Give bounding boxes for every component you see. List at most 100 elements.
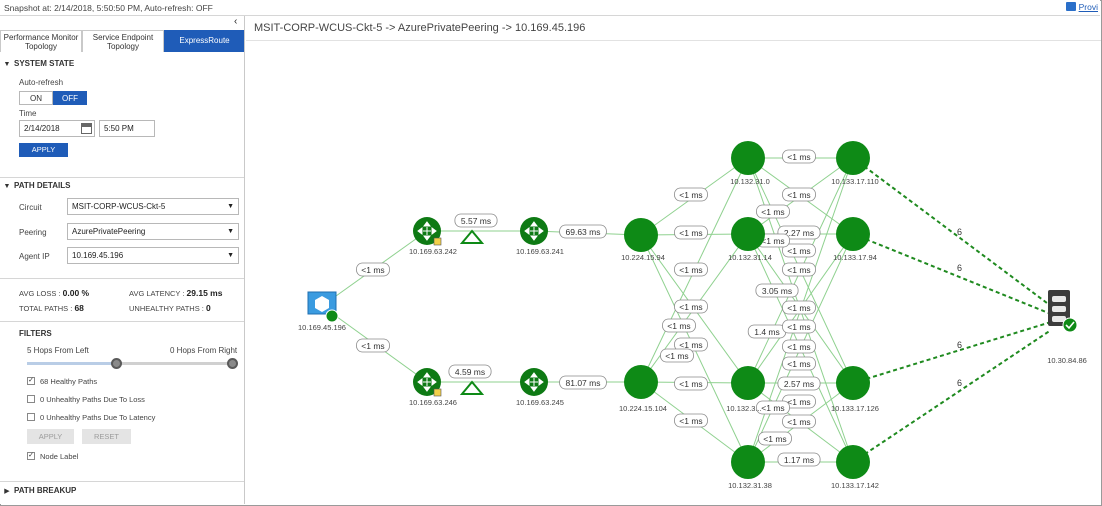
topology-panel: MSIT-CORP-WCUS-Ckt-5 -> AzurePrivatePeer… bbox=[246, 16, 1101, 504]
hops-slider-right-handle[interactable] bbox=[227, 358, 238, 369]
chevron-down-icon: ▼ bbox=[227, 203, 234, 210]
filters-title: FILTERS bbox=[19, 329, 52, 338]
node-label-b3: 10.132.3... bbox=[726, 404, 761, 413]
tab-expressroute[interactable]: ExpressRoute Topology bbox=[164, 30, 244, 65]
node-label-src: 10.169.45.196 bbox=[298, 323, 346, 332]
system-state-header[interactable]: ▼SYSTEM STATE bbox=[0, 59, 244, 73]
hop-node-c4[interactable] bbox=[836, 445, 870, 479]
peering-label: Peering bbox=[19, 228, 47, 237]
link-label: <1 ms bbox=[787, 359, 810, 369]
unhealthy-latency-checkbox[interactable] bbox=[27, 413, 35, 421]
link-label: <1 ms bbox=[787, 417, 810, 427]
tab-service-endpoint[interactable]: Service Endpoint Topology bbox=[82, 30, 164, 52]
link-label-box bbox=[755, 283, 799, 298]
link-label: 1.17 ms bbox=[784, 455, 814, 465]
auto-refresh-label: Auto-refresh bbox=[19, 78, 64, 87]
auto-refresh-off[interactable]: OFF bbox=[53, 91, 87, 105]
time-field[interactable]: 5:50 PM bbox=[99, 120, 155, 137]
path-details-header[interactable]: ▼PATH DETAILS bbox=[0, 181, 244, 195]
link-label-box bbox=[782, 414, 816, 429]
hop-node-b1[interactable] bbox=[731, 141, 765, 175]
link-label-box bbox=[674, 376, 708, 391]
link-label-box bbox=[777, 452, 821, 467]
hop-node-c2[interactable] bbox=[836, 217, 870, 251]
snapshot-text: Snapshot at: 2/14/2018, 5:50:50 PM, Auto… bbox=[4, 3, 213, 13]
hop-node-b2[interactable] bbox=[731, 217, 765, 251]
hop-node-c3[interactable] bbox=[836, 366, 870, 400]
agent-ip-select[interactable]: 10.169.45.196▼ bbox=[67, 247, 239, 264]
link-label: <1 ms bbox=[761, 207, 784, 217]
link-label-box bbox=[356, 338, 390, 353]
time-label: Time bbox=[19, 109, 37, 118]
warning-badge-icon bbox=[433, 237, 442, 246]
link-label-box bbox=[674, 299, 708, 314]
reset-filters-button[interactable]: RESET bbox=[82, 429, 131, 444]
path-breakup-header[interactable]: ▶PATH BREAKUP bbox=[0, 486, 244, 500]
link-label-box bbox=[356, 262, 390, 277]
unhealthy-loss-checkbox[interactable] bbox=[27, 395, 35, 403]
unhealthy-paths-label: UNHEALTHY PATHS : bbox=[129, 304, 204, 313]
healthy-check-icon bbox=[1062, 317, 1078, 333]
chevron-down-icon: ▼ bbox=[227, 228, 234, 235]
node-label-b1: 10.132.31.0 bbox=[730, 177, 770, 186]
calendar-icon[interactable] bbox=[81, 123, 92, 134]
collapse-triangle-icon: ▼ bbox=[3, 61, 11, 68]
avg-latency: AVG LATENCY : 29.15 ms bbox=[129, 288, 222, 298]
link-label: <1 ms bbox=[361, 341, 384, 351]
peering-select[interactable]: AzurePrivatePeering▼ bbox=[67, 223, 239, 240]
circuit-select[interactable]: MSIT-CORP-WCUS-Ckt-5 ▼ bbox=[67, 198, 239, 215]
link-label-box bbox=[782, 262, 816, 277]
link-label: 2.57 ms bbox=[784, 379, 814, 389]
hops-slider-track[interactable] bbox=[27, 358, 238, 369]
link-label: 4.59 ms bbox=[455, 367, 485, 377]
date-field[interactable]: 2/14/2018 bbox=[19, 120, 95, 137]
hop-node-c1[interactable] bbox=[836, 141, 870, 175]
dashed-link-c4 bbox=[852, 329, 1052, 463]
hop-node-a2[interactable] bbox=[624, 365, 658, 399]
collapse-triangle-icon: ▼ bbox=[3, 183, 11, 190]
healthy-paths-checkbox[interactable]: ✓ bbox=[27, 377, 35, 385]
apply-filters-button[interactable]: APPLY bbox=[27, 429, 74, 444]
hop-node-b4[interactable] bbox=[731, 445, 765, 479]
link-label-box bbox=[660, 348, 694, 363]
node-label-label: Node Label bbox=[40, 452, 79, 461]
total-paths: TOTAL PATHS : 68 bbox=[19, 303, 84, 313]
unhealthy-paths: UNHEALTHY PATHS : 0 bbox=[129, 303, 211, 313]
topology-tabs: Performance Monitor Topology Service End… bbox=[0, 30, 244, 65]
tab-performance-monitor[interactable]: Performance Monitor Topology bbox=[0, 30, 82, 52]
link-label: 3.05 ms bbox=[762, 286, 792, 296]
link-label-box bbox=[448, 364, 492, 379]
apply-time-button[interactable]: APPLY bbox=[19, 143, 68, 157]
collapse-panel-icon[interactable]: ‹ bbox=[234, 16, 238, 27]
link-label-box bbox=[777, 376, 821, 391]
divider bbox=[0, 481, 244, 482]
node-label-checkbox[interactable]: ✓ bbox=[27, 452, 35, 460]
avg-latency-value: 29.15 ms bbox=[186, 288, 223, 298]
chevron-down-icon: ▼ bbox=[227, 252, 234, 259]
path-breakup-title: PATH BREAKUP bbox=[14, 486, 77, 495]
link-label-box bbox=[559, 224, 607, 239]
auto-refresh-on[interactable]: ON bbox=[19, 91, 53, 105]
dashed-link-label: 6 bbox=[957, 227, 962, 237]
healthy-check-icon bbox=[325, 309, 339, 323]
provider-link[interactable]: Provi bbox=[1065, 2, 1098, 12]
node-label-r4: 10.169.63.245 bbox=[516, 398, 564, 407]
server-slot-icon bbox=[1052, 296, 1066, 302]
circuit-value: MSIT-CORP-WCUS-Ckt-5 bbox=[72, 202, 166, 211]
node-label-a2: 10.224.15.104 bbox=[619, 404, 667, 413]
path-details-title: PATH DETAILS bbox=[14, 181, 71, 190]
hops-slider-left-handle[interactable] bbox=[111, 358, 122, 369]
router-arrows-icon bbox=[524, 221, 544, 241]
provider-icon bbox=[1065, 2, 1076, 11]
link-label-box bbox=[674, 413, 708, 428]
node-label-b2: 10.132.31.14 bbox=[728, 253, 772, 262]
check-mark-icon bbox=[1065, 321, 1075, 330]
hop-node-a1[interactable] bbox=[624, 218, 658, 252]
router-arrows-icon bbox=[417, 372, 437, 392]
link-label: <1 ms bbox=[761, 403, 784, 413]
link-label: <1 ms bbox=[787, 303, 810, 313]
avg-loss-value: 0.00 % bbox=[62, 288, 90, 298]
link-label: <1 ms bbox=[787, 265, 810, 275]
hops-right-label: 0 Hops From Right bbox=[170, 346, 238, 355]
hop-node-b3[interactable] bbox=[731, 366, 765, 400]
